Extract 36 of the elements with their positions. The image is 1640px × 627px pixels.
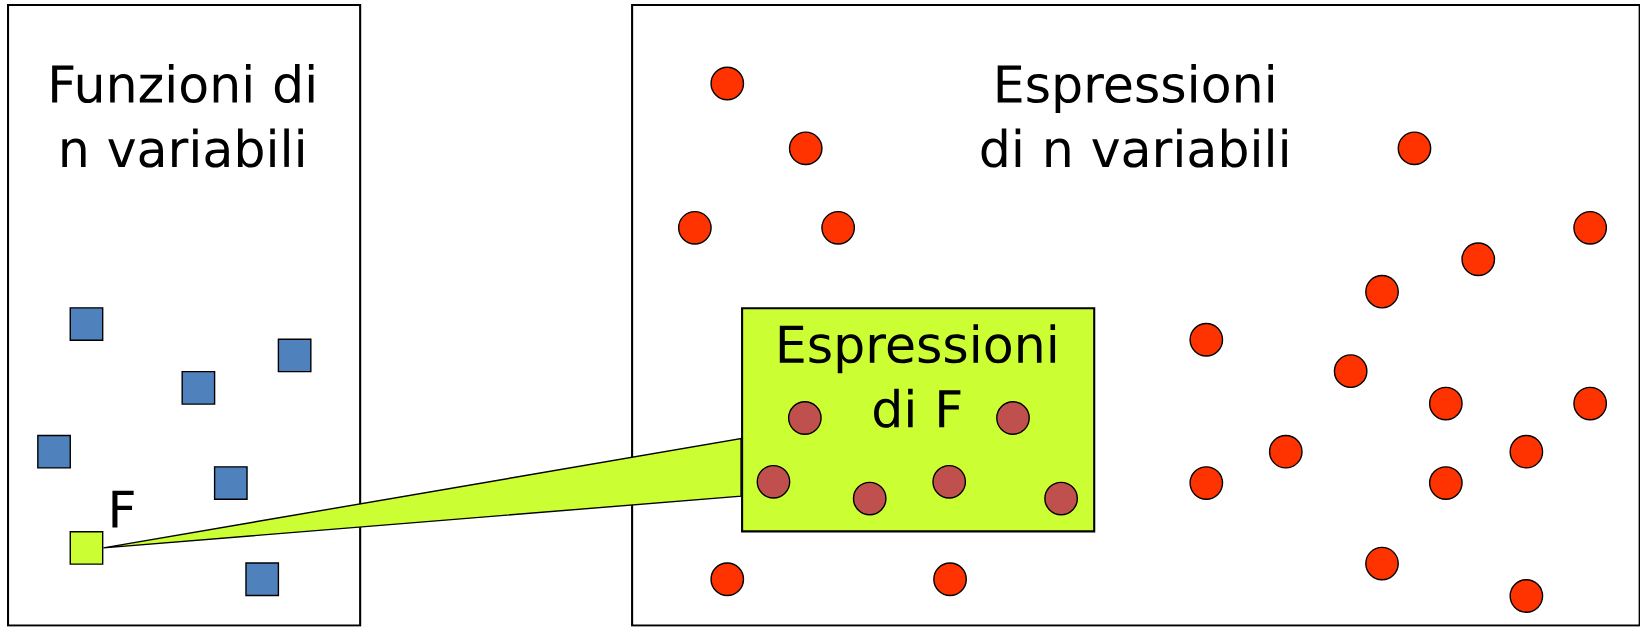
circle-marker — [1268, 435, 1303, 469]
callout-wedge — [102, 438, 742, 549]
circle-marker — [1573, 211, 1608, 245]
circle-marker — [1509, 435, 1544, 469]
circle-marker — [1365, 546, 1399, 581]
circle-marker — [788, 131, 823, 166]
circle-marker — [933, 562, 967, 597]
circle-marker — [1365, 275, 1399, 309]
circle-marker — [1189, 466, 1224, 501]
circle-marker — [787, 401, 822, 436]
square-marker — [69, 307, 104, 342]
circle-marker — [1189, 323, 1224, 357]
circle-marker — [1333, 354, 1368, 389]
circle-marker — [756, 465, 791, 499]
square-marker — [37, 435, 71, 469]
circle-marker — [677, 211, 712, 245]
square-marker — [69, 531, 104, 566]
circle-marker — [1397, 131, 1432, 166]
circle-marker — [710, 562, 745, 597]
circle-marker — [1509, 579, 1544, 614]
circle-marker — [932, 465, 967, 499]
circle-marker — [1461, 242, 1496, 277]
callout-box: Espressioni di F — [741, 307, 1096, 533]
square-marker — [181, 371, 216, 406]
square-marker — [277, 338, 312, 373]
circle-marker — [1428, 386, 1463, 421]
circle-marker — [1428, 466, 1463, 501]
circle-marker — [1044, 481, 1078, 516]
circle-marker — [1573, 386, 1608, 421]
circle-marker — [821, 211, 856, 245]
circle-marker — [710, 66, 745, 101]
circle-marker — [852, 481, 887, 516]
square-marker — [245, 562, 280, 597]
square-label: F — [112, 491, 134, 528]
circle-marker — [996, 401, 1030, 436]
square-marker — [213, 466, 248, 501]
